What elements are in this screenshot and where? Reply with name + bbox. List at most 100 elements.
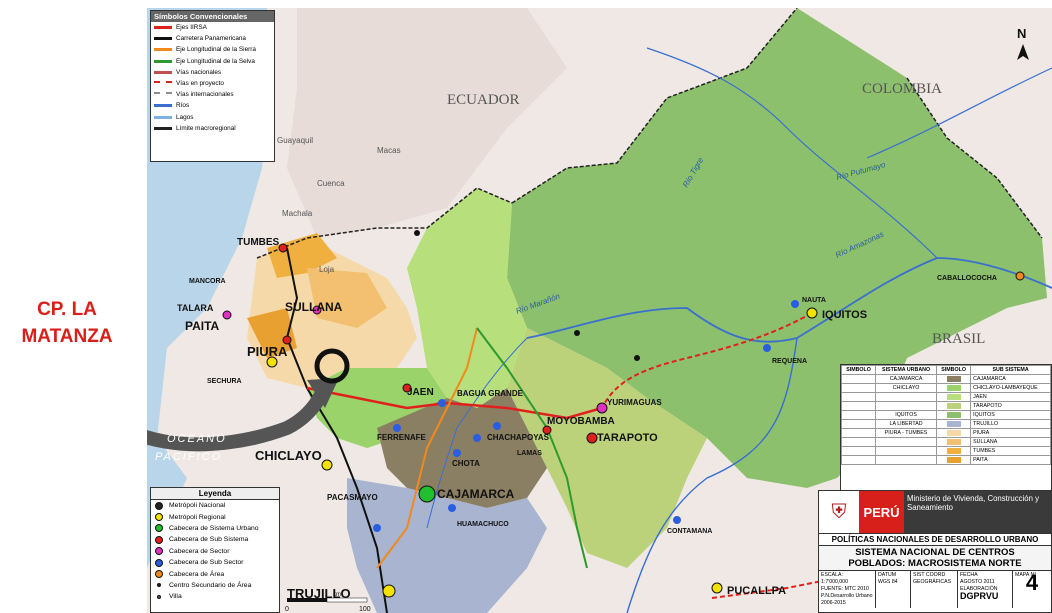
legend1-row: Vías internacionales (151, 89, 274, 100)
sistema-cell: IQUITOS (875, 410, 938, 420)
subsystem-swatch (946, 403, 961, 409)
legend1-label: Ríos (176, 102, 190, 110)
mapa-number: 4 (1025, 570, 1039, 595)
subsistema-cell: PIURA (970, 428, 1051, 438)
label-sechura: SECHURA (207, 378, 242, 385)
fecha-label: FECHA (960, 572, 978, 578)
swatch-cell (936, 374, 972, 384)
legend2-dot (155, 501, 163, 510)
subsistema-cell: CAJAMARCA (970, 374, 1051, 384)
fecha-value: AGOSTO 2011 (960, 579, 995, 585)
colombia-border (511, 8, 798, 204)
tigre-river (646, 47, 938, 259)
ministry-name: Ministerio de Vivienda, Construcción y S… (904, 491, 1051, 533)
legend1-row: Ejes IIRSA (151, 22, 274, 33)
coord-label: SIST COORD (913, 572, 946, 578)
legend2-title: Leyenda (151, 488, 279, 500)
table-row: SULLANA (840, 437, 1051, 447)
legend2-label: Cabecera de Sub Sistema (169, 536, 249, 544)
legend2-dot (155, 513, 163, 522)
legend1-swatch (154, 104, 172, 108)
symbol-cell (840, 374, 877, 384)
legend2-label: Villa (169, 593, 182, 601)
subsystem-swatch (946, 376, 961, 382)
legend2-row: Cabecera de Sistema Urbano (151, 523, 279, 534)
legend2-dot (155, 535, 163, 544)
legend1-swatch (154, 59, 172, 63)
subsistema-cell: PAITA (970, 455, 1051, 465)
legend2-label: Cabecera de Sub Sector (169, 559, 244, 567)
north-arrow: N (1017, 26, 1026, 41)
symbol-cell (840, 419, 877, 429)
brasil-border (906, 77, 1043, 239)
escala-label: ESCALA: (821, 572, 843, 578)
datum-value: WGS 84 (878, 579, 898, 585)
subsystem-header-cell: SISTEMA URBANO (875, 365, 938, 375)
swatch-cell (936, 455, 972, 465)
table-row: TUMBES (840, 446, 1051, 456)
label-iquitos: IQUITOS (822, 309, 867, 321)
scale-unit: km (333, 592, 341, 598)
system-title: SISTEMA NACIONAL DE CENTROS POBLADOS: MA… (819, 546, 1051, 571)
legend2-row: Metrópoli Regional (151, 511, 279, 522)
iquitos-region (507, 8, 1047, 488)
legend1-swatch (154, 126, 172, 130)
sistema-cell (875, 446, 938, 456)
subsystem-swatch (946, 421, 961, 427)
maranon-upper-river (426, 337, 528, 529)
swatch-cell (936, 419, 972, 429)
coat-of-arms-icon: ⛨ (831, 500, 847, 523)
ecuador-area (287, 8, 567, 238)
label-tarapoto: TARAPOTO (597, 432, 658, 444)
symbol-cell (840, 446, 877, 456)
legend1-label: Límite macroregional (176, 124, 236, 132)
legend1-swatch (154, 70, 172, 74)
subsistema-cell: CHICLAYO-LAMBAYEQUE (970, 383, 1051, 393)
country-brasil: BRASIL (932, 331, 985, 347)
legend1-label: Vías nacionales (176, 68, 222, 76)
legend1-swatch (154, 115, 172, 119)
table-row: PAITA (840, 455, 1051, 465)
legend2-label: Metrópoli Nacional (169, 502, 226, 510)
callout-arrow (147, 389, 329, 452)
legend2-dot (155, 524, 163, 533)
callout-arrowhead (307, 378, 339, 408)
map-canvas[interactable]: ECUADOR COLOMBIA BRASIL OCEANO PACIFICO … (147, 8, 1052, 613)
label-requena: REQUENA (772, 358, 807, 365)
label-pacasmayo: PACASMAYO (327, 493, 378, 502)
label-ferrenafe: FERRENAFE (377, 433, 427, 442)
fuente: FUENTE: MTC 2010 (821, 586, 869, 592)
system-title-line1: SISTEMA NACIONAL DE CENTROS (855, 547, 1015, 558)
selva-road (476, 327, 588, 569)
sistema-cell: CAJAMARCA (875, 374, 938, 384)
plan: P.N.Desarrollo Urbano 2006-2015 (821, 593, 873, 606)
system-title-line2: POBLADOS: MACROSISTEMA NORTE (848, 558, 1022, 569)
trujillo-region (347, 478, 547, 613)
legend1-row: Límite macroregional (151, 123, 274, 134)
legend1-label: Vías en proyecto (176, 80, 224, 88)
subsystem-header-cell: SUB SISTEMA (970, 365, 1051, 375)
label-pucallpa: PUCALLPA (727, 585, 786, 597)
elab-value: DGPRVU (960, 591, 999, 601)
label-paita: PAITA (185, 319, 220, 333)
ocean-label-2: PACIFICO (155, 451, 222, 463)
sistema-cell (875, 392, 938, 402)
project-road (601, 312, 813, 409)
legend2-row: Cabecera de Sub Sector (151, 557, 279, 568)
legend2-row: Villa (151, 591, 279, 602)
subsystem-header-cell: SIMBOLO (840, 365, 877, 375)
label-bagua: BAGUA GRANDE (457, 389, 524, 398)
datum-label: DATUM (878, 572, 897, 578)
country-colombia: COLOMBIA (862, 81, 942, 97)
subsistema-cell: IQUITOS (970, 410, 1051, 420)
legend2-dot (155, 558, 163, 567)
legend2-row: Cabecera de Área (151, 568, 279, 579)
legend1-swatch (154, 37, 172, 41)
